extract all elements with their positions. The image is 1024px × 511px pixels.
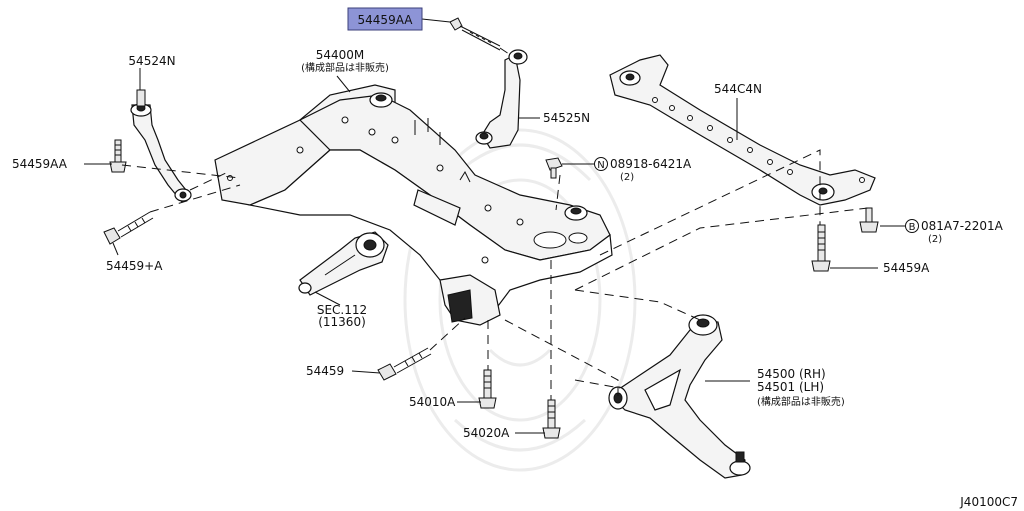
bolt-54459a[interactable]: [811, 224, 831, 272]
b-symbol-icon: [905, 219, 919, 233]
bolt-54459[interactable]: [377, 347, 432, 381]
label-54459a[interactable]: 54459A: [883, 261, 930, 275]
label-54400m-note: (構成部品は非販売): [301, 61, 389, 74]
label-08918-qty: (2): [620, 172, 634, 183]
bolt-54459-plus-a[interactable]: [103, 211, 154, 245]
label-54500-rh[interactable]: 54500 (RH): [757, 367, 826, 381]
label-54459-plus-a[interactable]: 54459+A: [106, 259, 163, 273]
link-54524n[interactable]: [130, 89, 192, 203]
b-symbol-letter: B: [909, 222, 916, 233]
leader-lines: [84, 18, 905, 434]
label-sec112[interactable]: SEC.112: [317, 303, 367, 317]
label-081a7-qty: (2): [928, 234, 942, 245]
label-54500-note: (構成部品は非販売): [757, 395, 845, 408]
bracket-54525n[interactable]: [475, 49, 528, 149]
label-08918[interactable]: 08918-6421A: [610, 157, 692, 171]
bolt-54010a[interactable]: [478, 369, 497, 409]
n-symbol-letter: N: [597, 160, 604, 171]
control-arm-54500[interactable]: [608, 314, 751, 479]
bolt-54459aa-top[interactable]: [449, 17, 501, 51]
bolt-081a7[interactable]: [859, 207, 879, 233]
label-081a7[interactable]: 081A7-2201A: [921, 219, 1004, 233]
label-sec112-sub: (11360): [318, 315, 366, 329]
nut-08918[interactable]: [545, 157, 563, 179]
label-54525n[interactable]: 54525N: [543, 111, 590, 125]
label-54459[interactable]: 54459: [306, 364, 344, 378]
label-54020a[interactable]: 54020A: [463, 426, 510, 440]
n-symbol-icon: [594, 157, 608, 171]
bolt-54459aa-left[interactable]: [109, 139, 127, 173]
highlight-54459aa[interactable]: [347, 7, 423, 31]
subframe-54400m[interactable]: [214, 84, 613, 326]
engine-mount-sec112[interactable]: [298, 231, 389, 296]
label-54524n[interactable]: 54524N: [128, 54, 175, 68]
label-54400m[interactable]: 54400M: [316, 48, 365, 62]
label-54459aa-left[interactable]: 54459AA: [12, 157, 68, 171]
label-544c4n[interactable]: 544C4N: [714, 82, 762, 96]
label-54010a[interactable]: 54010A: [409, 395, 456, 409]
diagram-code: J40100C7: [959, 495, 1018, 509]
label-54501-lh[interactable]: 54501 (LH): [757, 380, 824, 394]
alignment-lines: [121, 47, 869, 400]
crossmember-544c4n[interactable]: [609, 54, 876, 206]
label-54459aa-top[interactable]: 54459AA: [358, 13, 414, 27]
